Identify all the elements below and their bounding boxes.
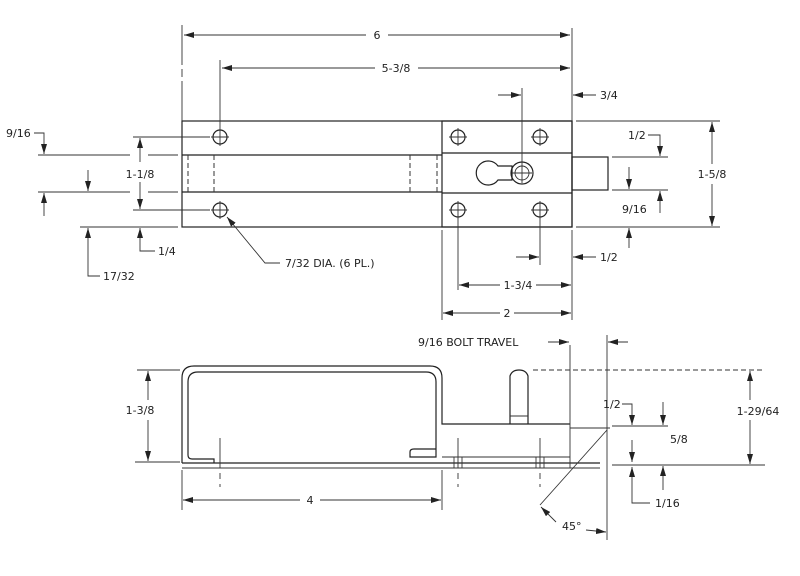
dim-bracket-height: 1-3/8 <box>126 371 155 461</box>
hole-callout: 7/32 DIA. (6 PL.) <box>226 216 375 270</box>
dim-plate-thickness: 1/16 <box>629 467 680 510</box>
dim-bolt-width: 9/16 <box>622 167 663 248</box>
dim-label: 9/16 <box>6 127 31 140</box>
dim-label: 5/8 <box>670 433 688 446</box>
dim-label: 1/2 <box>628 129 646 142</box>
keyhole-slot <box>475 88 534 186</box>
hole-icon <box>211 201 229 219</box>
dim-housing-top: 1/2 <box>603 398 666 425</box>
dim-rail-offset: 17/32 <box>85 228 135 283</box>
side-extension-lines <box>135 369 765 510</box>
dim-housing-hole-offset: 1/2 <box>516 251 618 264</box>
u-bracket <box>181 365 600 487</box>
extension-lines <box>38 25 720 320</box>
chamfer-line <box>539 429 608 506</box>
dim-housing-length: 2 <box>443 307 571 320</box>
top-view: 6 5-3/8 3/4 9/16 1-1/8 1/4 <box>6 25 726 320</box>
mounting-holes <box>211 128 549 219</box>
dim-label: 1-29/64 <box>737 405 780 418</box>
side-view: 9/16 BOLT TRAVEL 1-3/8 4 1-29/64 1/2 5/8 <box>126 335 780 540</box>
dim-housing-height: 5/8 <box>629 433 688 490</box>
dim-label: 1-5/8 <box>698 168 727 181</box>
bolt-housing <box>441 88 609 228</box>
hole-icon <box>531 201 549 219</box>
hole-icon <box>531 128 549 146</box>
dim-housing-hole-spacing: 1-3/4 <box>459 279 571 292</box>
dim-label: 1-3/4 <box>504 279 533 292</box>
hole-icon <box>449 201 467 219</box>
bolt-travel-lines <box>539 335 610 540</box>
bolt-end <box>571 156 609 191</box>
dim-bolt-travel: 9/16 BOLT TRAVEL <box>418 336 628 349</box>
dim-overall-length: 6 <box>184 29 570 42</box>
hole-icon <box>449 128 467 146</box>
dim-label: 3/4 <box>600 89 618 102</box>
dim-label: 45° <box>562 520 582 533</box>
dim-label: 6 <box>374 29 381 42</box>
dim-label: 17/32 <box>103 270 135 283</box>
dim-hole-to-end: 5-3/8 <box>222 62 570 75</box>
dim-bolt-top: 1/2 <box>628 129 663 156</box>
dim-label: 1-1/8 <box>126 168 155 181</box>
dim-label: 1/16 <box>655 497 680 510</box>
dim-label: 1/2 <box>603 398 621 411</box>
dim-chamfer-angle: 45° <box>540 506 607 534</box>
dim-knob-offset: 3/4 <box>498 89 618 102</box>
base-plate <box>181 120 573 228</box>
dim-side-overall-height: 1-29/64 <box>737 371 780 464</box>
dim-hole-offset-top: 9/16 <box>6 127 91 216</box>
dim-label: 1/2 <box>600 251 618 264</box>
dim-label: 7/32 DIA. (6 PL.) <box>285 257 375 270</box>
dim-hole-edge: 1/4 <box>137 228 176 258</box>
dim-overall-height: 1-5/8 <box>698 122 727 226</box>
dim-label: 9/16 <box>622 203 647 216</box>
dim-label: 1-3/8 <box>126 404 155 417</box>
dim-hole-spacing: 1-1/8 <box>126 138 155 209</box>
dim-label: 2 <box>504 307 511 320</box>
dim-label: 4 <box>307 494 314 507</box>
bolt-knob-post <box>509 369 529 424</box>
dim-label: 9/16 BOLT TRAVEL <box>418 336 519 349</box>
hole-icon <box>211 128 229 146</box>
dim-label: 1/4 <box>158 245 176 258</box>
dim-bracket-length: 4 <box>183 494 441 507</box>
dim-label: 5-3/8 <box>382 62 411 75</box>
